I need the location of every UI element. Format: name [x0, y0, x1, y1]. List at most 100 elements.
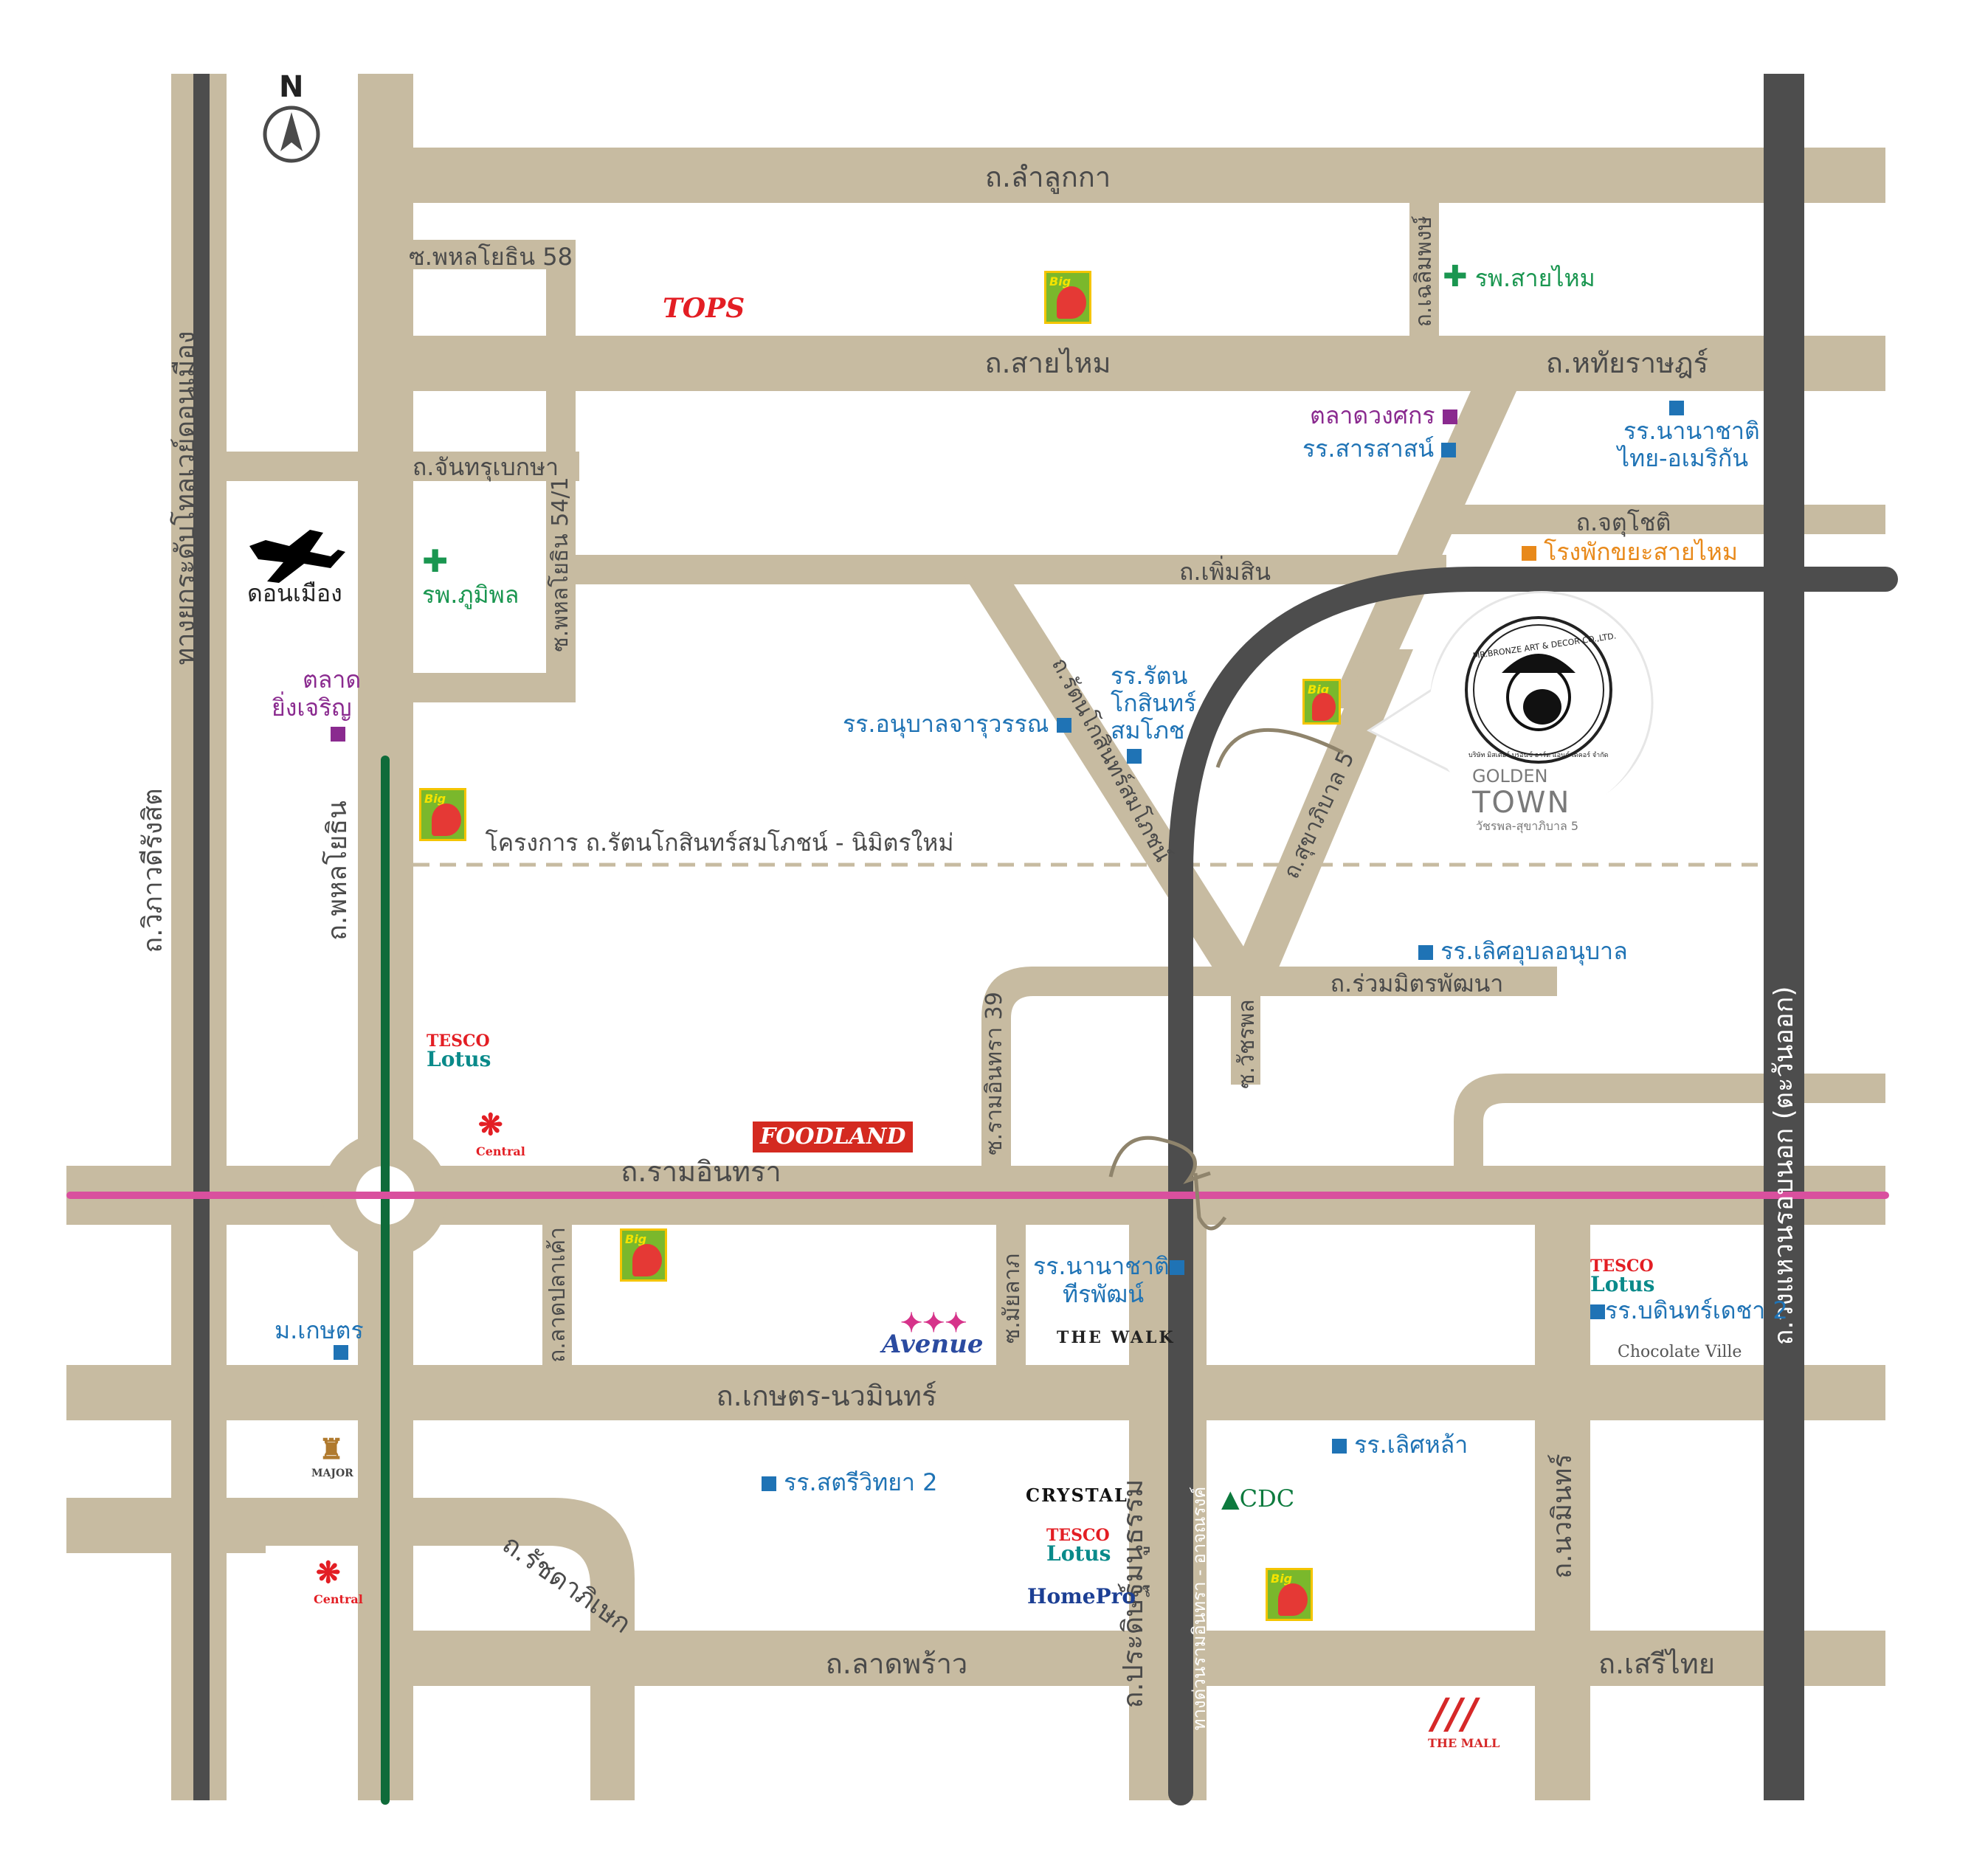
poi-bhumibol-hospital: รพ.ภูมิพล [422, 581, 520, 609]
road-label-ruammit: ถ.ร่วมมิตรพัฒนา [1330, 970, 1504, 998]
road-label-ramintra39: ซ.รามอินทรา 39 [981, 992, 1007, 1155]
bigc-logo-phahon: Big [419, 788, 466, 841]
crystal-logo: CRYSTAL [1026, 1485, 1128, 1506]
highway-expressway [1168, 567, 1898, 1805]
road-label-serithai: ถ.เสรีไทย [1598, 1648, 1716, 1680]
road-watkhubon [1454, 1074, 1885, 1166]
foodland-logo: FOODLAND [753, 1122, 914, 1152]
road-lamlukka [358, 148, 1885, 203]
market-marker-icon [1442, 409, 1457, 424]
callout-company-name-th: บริษัท มิสเตอร์ บรอนซ์ อาร์ต แอนด์ เดคอร… [1468, 752, 1609, 759]
road-label-vibhavadi: ถ.วิภาวดีรังสิต [138, 788, 168, 953]
poi-rattanakosin-school-1: รร.รัตน [1111, 662, 1188, 690]
poi-satri-witthaya2: รร.สตรีวิทยา 2 [762, 1470, 938, 1494]
tesco-logo-2: TESCO [1590, 1257, 1654, 1276]
poi-label: โรงพักขยะสายไหม [1544, 538, 1738, 566]
poi-yingcharoen-2: ยิ่งเจริญ [272, 694, 352, 722]
poi-cdc: ▲CDC [1221, 1487, 1294, 1510]
road-label-expressway: ทางด่วนรามอินทรา - อาจณรงค์ [1189, 1486, 1209, 1731]
callout-project-sub: วัชรพล-สุขาภิบาล 5 [1476, 819, 1579, 833]
school-marker-icon [762, 1476, 776, 1491]
bigc-logo-sukhapiban: Big [1302, 679, 1341, 725]
central-label-1: Central [476, 1144, 525, 1158]
road-sukhapiban5 [1229, 649, 1413, 981]
homepro-logo: HomePro [1027, 1584, 1136, 1608]
road-label-project: โครงการ ถ.รัตนโกสินทร์สมโภชน์ - นิมิตรให… [485, 829, 954, 857]
central-logo-1: ❋ [478, 1107, 503, 1142]
project-callout [1366, 591, 1654, 818]
road-label-ramintra: ถ.รามอินทรา [621, 1155, 781, 1188]
poi-label: รร.อนุบาลจารุวรรณ [843, 710, 1049, 738]
road-saimai [358, 336, 1885, 391]
bigc-logo-saimai: Big [1044, 271, 1091, 324]
poi-yingcharoen-1: ตลาด [303, 666, 362, 694]
road-label-phoemsin: ถ.เพิ่มสิน [1178, 558, 1271, 586]
road-ruammit [1033, 967, 1557, 996]
triangle-icon: ▲ [1221, 1485, 1240, 1513]
road-label-kanchanaphisek: ถ.วงแหวนรอบนอก (ตะวันออก) [1769, 986, 1799, 1346]
road-west-link [227, 452, 359, 481]
bigc-logo-c [432, 803, 461, 836]
themall-logo-icon: /// [1432, 1690, 1477, 1738]
road-label-nawamin: ถ.นวมินทร์ [1547, 1454, 1578, 1579]
orange-marker-icon [1522, 546, 1536, 561]
poi-anuban-charuwan: รร.อนุบาลจารุวรรณ [843, 712, 1071, 736]
road-label-maiyalap: ซ.มัยลาภ [999, 1253, 1025, 1344]
school-marker-icon [1669, 401, 1684, 415]
lotus-logo-2: Lotus [1590, 1272, 1655, 1296]
road-nawamin [1535, 1225, 1590, 1800]
road-ladplakhao [542, 1225, 572, 1365]
poi-ruamrudee-2: ทีรพัฒน์ [1063, 1280, 1145, 1308]
tesco-logo-3: TESCO [1046, 1526, 1110, 1545]
school-marker-icon [1590, 1304, 1605, 1319]
lotus-logo-3: Lotus [1046, 1541, 1111, 1566]
poi-label: รร.สารสาสน์ [1302, 435, 1435, 463]
poi-label: รร.นานาชาติ [1033, 1252, 1170, 1280]
road-label-chaloemphong: ถ.เฉลิมพงษ์ [1411, 215, 1437, 328]
compass-north-label: N [279, 70, 304, 104]
road-label-soi54-1: ซ.พหลโยธิน 54/1 [548, 477, 573, 652]
bigc-logo-latphrao: Big [1266, 1568, 1313, 1621]
poi-label: CDC [1239, 1485, 1295, 1513]
bigc-logo-c [632, 1244, 662, 1276]
road-label-lamlukka: ถ.ลำลูกกา [984, 161, 1111, 193]
thewalk-logo: THE WALK [1057, 1328, 1176, 1347]
road-watcharaphon [1231, 981, 1260, 1085]
poi-label: รร.บดินทร์เดชา 2 [1605, 1296, 1788, 1324]
school-marker-icon [1056, 718, 1071, 733]
poi-bodindecha2: รร.บดินทร์เดชา 2 [1590, 1299, 1788, 1322]
poi-label: ตลาดวงศกร [1310, 401, 1435, 429]
market-marker-icon [331, 727, 345, 742]
road-ratchada [266, 1498, 635, 1800]
tops-logo: TOPS [663, 293, 745, 324]
themall-logo: THE MALL [1428, 1736, 1500, 1750]
poi-saimai-hospital: ✚ รพ.สายไหม [1443, 262, 1595, 291]
poi-label: รพ.สายไหม [1474, 264, 1595, 292]
poi-donmueang: ดอนเมือง [247, 579, 342, 607]
compass-ring [263, 106, 320, 163]
road-chaloemphong [1409, 203, 1439, 339]
road-lower-west [66, 1498, 266, 1553]
poi-rattanakosin-school-3: สมโภช [1111, 716, 1185, 744]
airplane-icon [249, 530, 345, 583]
lotus-logo-1: Lotus [427, 1047, 491, 1071]
poi-chocolate-ville: Chocolate Ville [1618, 1343, 1742, 1361]
interchange-arc [1215, 728, 1345, 768]
central-logo-2: ❋ [316, 1555, 341, 1590]
road-label-jatuchot: ถ.จตุโชติ [1575, 508, 1671, 536]
road-label-latphrao: ถ.ลาดพร้าว [825, 1648, 968, 1680]
poi-saimai-rest: โรงพักขยะสายไหม [1522, 540, 1738, 564]
hospital-cross-icon-bhumibol: ✚ [422, 543, 449, 579]
bigc-logo-c [1057, 286, 1086, 319]
school-marker-icon [334, 1345, 348, 1360]
poi-ruamrudee-1: รร.นานาชาติ [1033, 1254, 1184, 1278]
school-marker-icon [1418, 945, 1433, 960]
bigc-logo-text: Big [625, 1232, 647, 1246]
road-label-soi-phahon58: ซ.พหลโยธิน 58 [409, 243, 573, 271]
road-label-phahonyothin: ถ.พหลโยธิน [322, 801, 353, 941]
road-phahon58-v [546, 240, 576, 391]
highway-vibhavadi [193, 74, 210, 1800]
road-hathairat-diag [1328, 391, 1516, 708]
poi-kasetsart: ม.เกษตร [275, 1316, 364, 1344]
